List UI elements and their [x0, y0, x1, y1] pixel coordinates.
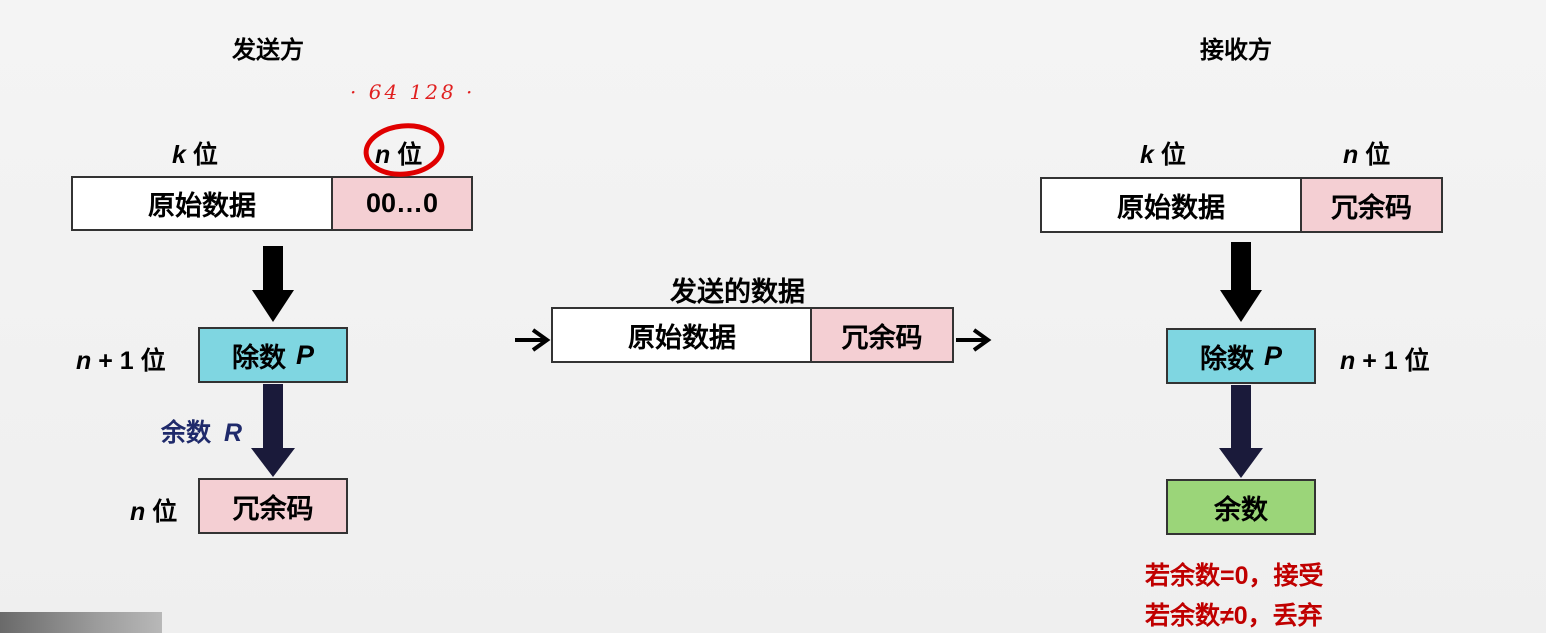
receiver-title: 接收方: [1200, 37, 1272, 64]
divisor-text: 除数: [231, 342, 286, 373]
transmit-title: 发送的数据: [670, 277, 805, 307]
sender-divisor-bits-label: n + 1 位: [76, 341, 166, 377]
right-arrow-icon: [515, 328, 551, 352]
down-arrow-icon: [252, 246, 294, 322]
red-circle-annotation: [363, 123, 445, 177]
sender-remainder-label: 余数 R: [161, 413, 242, 449]
discard-condition-note: 若余数≠0，丢弃: [1145, 602, 1323, 630]
bits-unit: 位: [397, 141, 423, 169]
remainder-text: 余数: [161, 419, 212, 447]
handwritten-annotation: · 64 128 ·: [350, 80, 476, 104]
down-arrow-icon: [1219, 385, 1263, 478]
sender-n-bits-label: n 位: [375, 135, 422, 171]
sender-crc-box: 冗余码: [198, 478, 348, 534]
transmit-crc-box: 冗余码: [810, 307, 954, 363]
bits-unit: 位: [192, 141, 218, 169]
receiver-n-bits-label: n 位: [1343, 135, 1390, 171]
p-variable: P: [1263, 340, 1282, 371]
right-arrow-icon: [956, 328, 992, 352]
p-variable: P: [295, 339, 314, 370]
sender-crc-bits-label: n 位: [130, 492, 177, 528]
n-variable: n: [1340, 347, 1356, 375]
sender-zero-padding-box: 00…0: [331, 176, 473, 231]
accept-condition-note: 若余数=0，接受: [1145, 562, 1324, 590]
receiver-divisor-bits-label: n + 1 位: [1340, 341, 1430, 377]
k-variable: k: [1140, 141, 1154, 169]
receiver-original-data-box: 原始数据: [1040, 177, 1302, 233]
receiver-divisor-box: 除数 P: [1166, 328, 1316, 384]
plus-one-bits: + 1 位: [98, 347, 166, 375]
n-variable: n: [1343, 141, 1359, 169]
sender-title: 发送方: [232, 37, 304, 64]
transmit-original-data-box: 原始数据: [551, 307, 813, 363]
receiver-remainder-box: 余数: [1166, 479, 1316, 535]
bits-unit: 位: [1365, 141, 1391, 169]
n-variable: n: [130, 498, 146, 526]
n-variable: n: [375, 141, 391, 169]
sender-divisor-box: 除数 P: [198, 327, 348, 383]
bits-unit: 位: [1160, 141, 1186, 169]
down-arrow-icon: [1220, 242, 1262, 322]
divisor-text: 除数: [1199, 343, 1254, 374]
sender-original-data-box: 原始数据: [71, 176, 333, 231]
plus-one-bits: + 1 位: [1362, 347, 1430, 375]
receiver-k-bits-label: k 位: [1140, 135, 1186, 171]
down-arrow-icon: [251, 384, 295, 477]
r-variable: R: [223, 419, 243, 447]
bits-unit: 位: [152, 498, 178, 526]
n-variable: n: [76, 347, 92, 375]
receiver-crc-box: 冗余码: [1300, 177, 1443, 233]
video-thumbnail-strip: [0, 612, 162, 633]
k-variable: k: [172, 141, 186, 169]
sender-k-bits-label: k 位: [172, 135, 218, 171]
